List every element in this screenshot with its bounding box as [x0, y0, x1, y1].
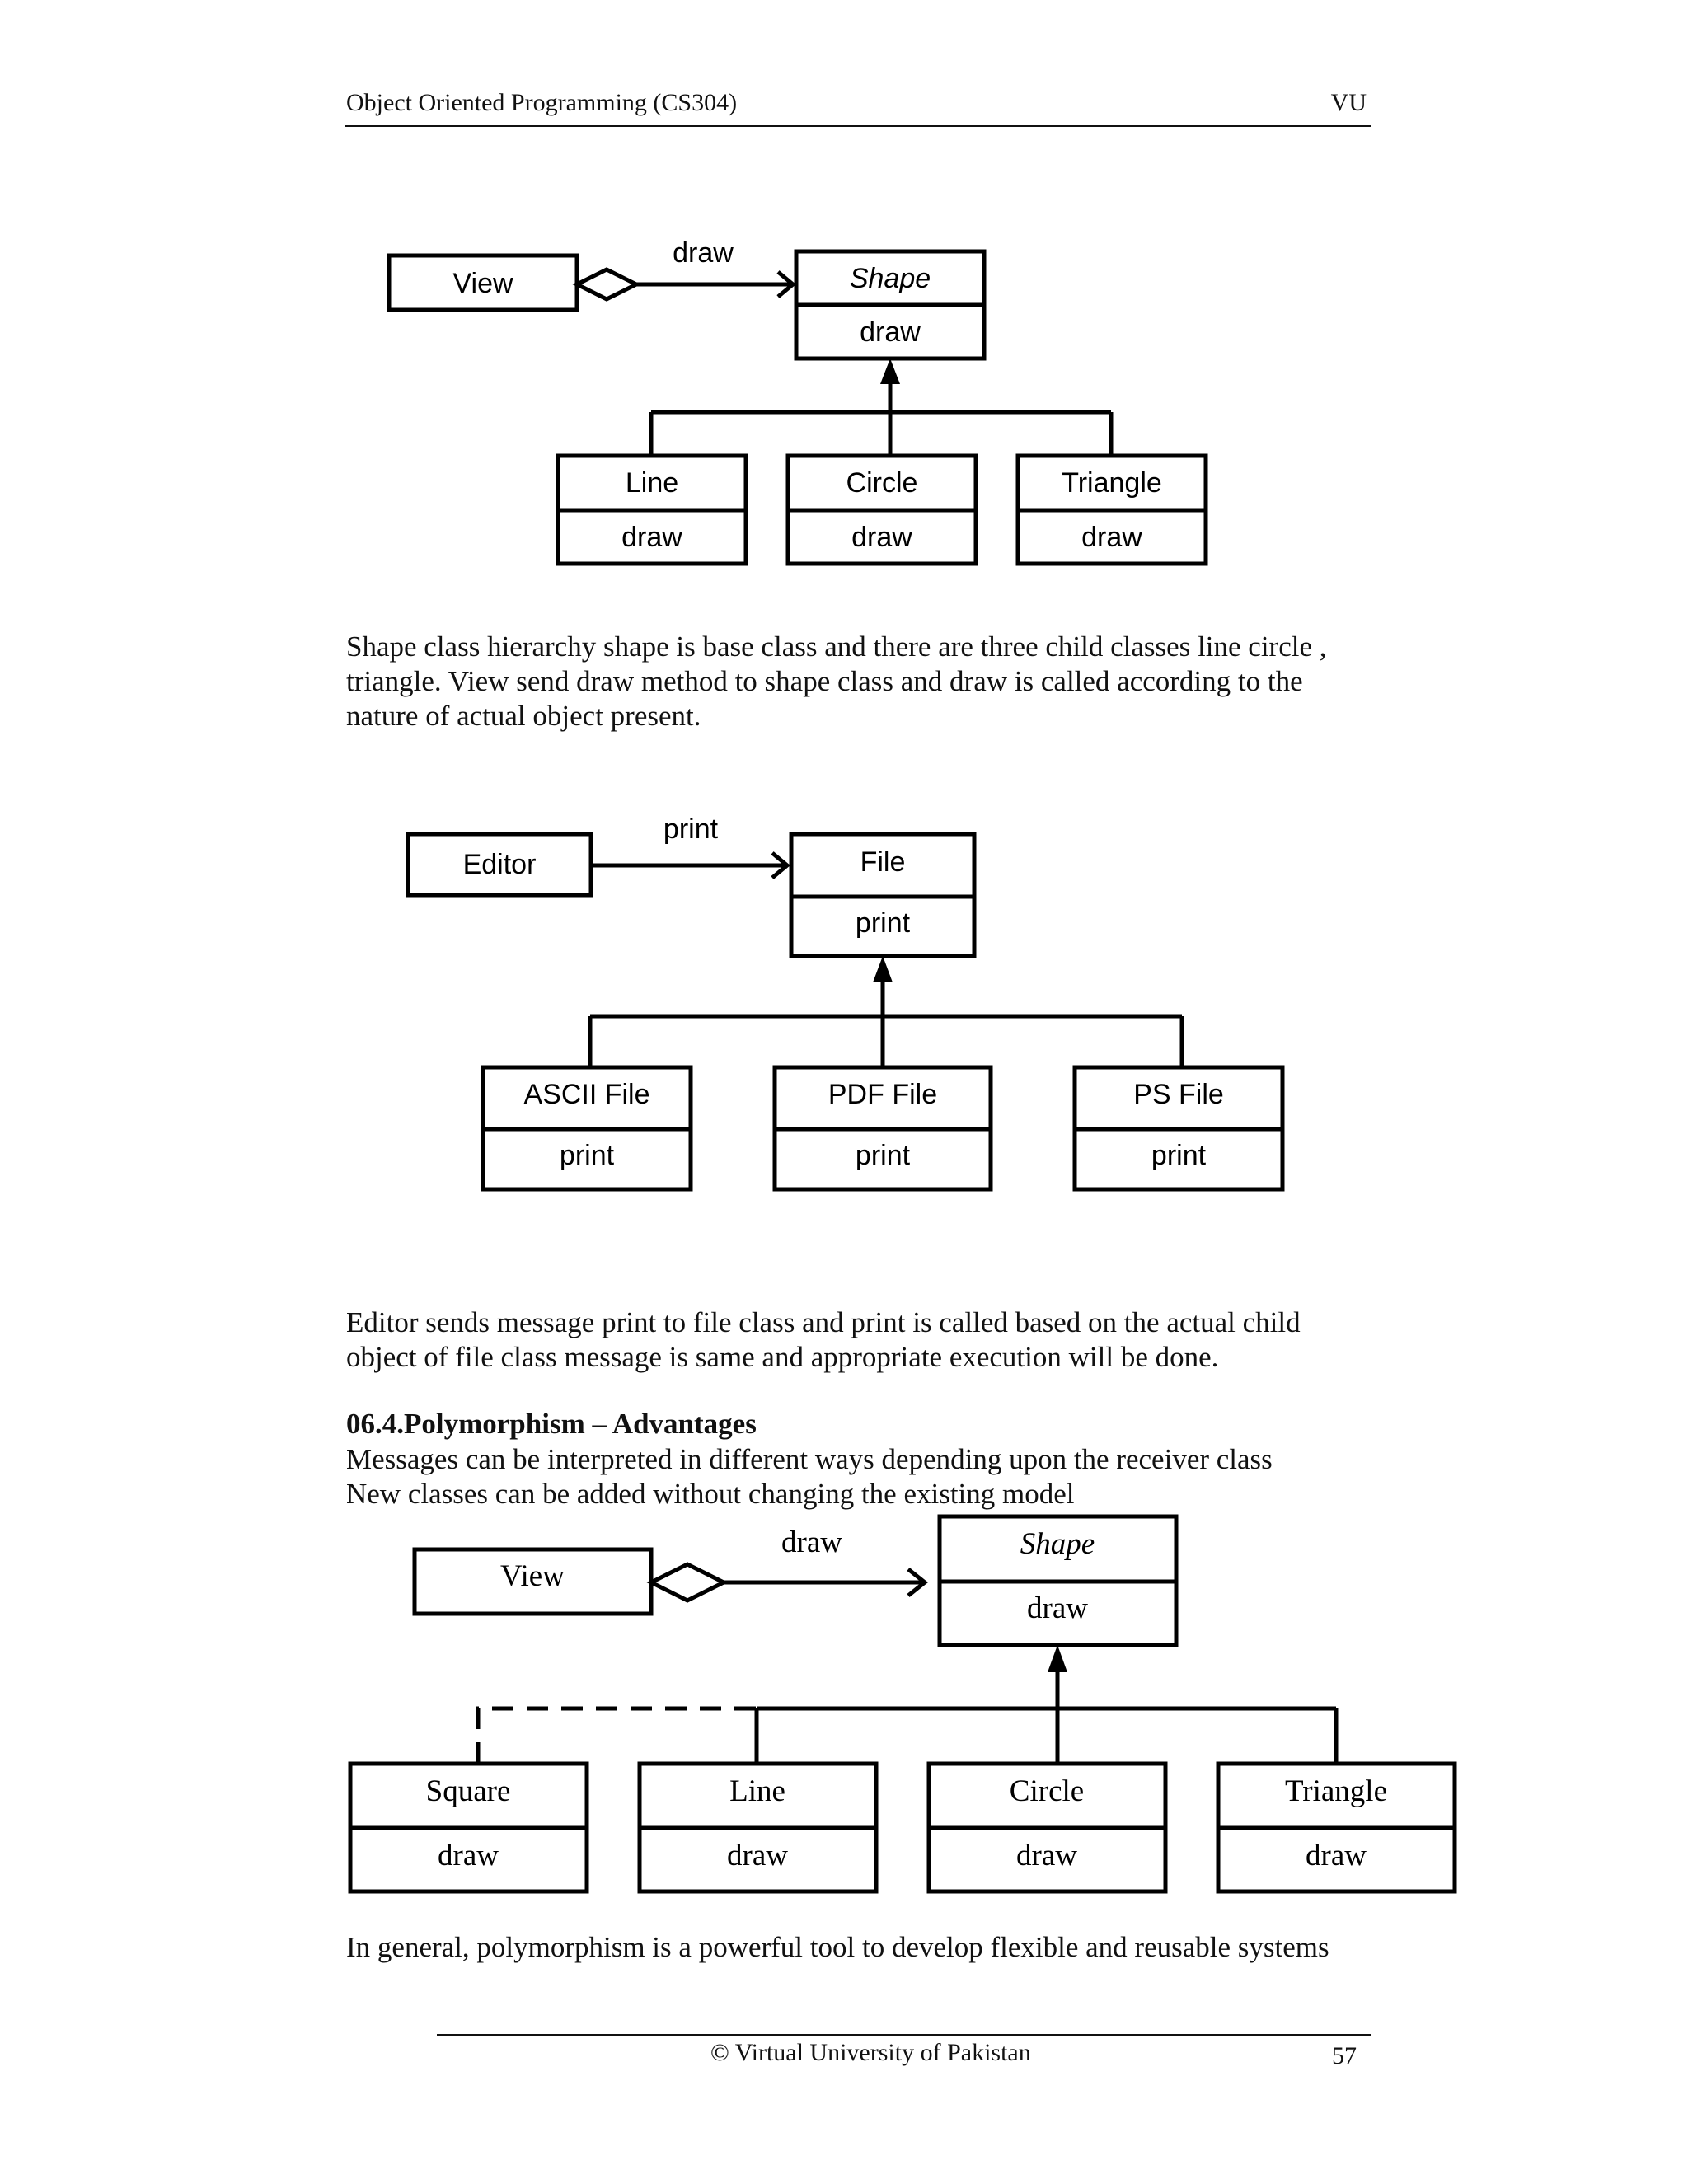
triangle-class-method: draw [1081, 522, 1142, 553]
ps-file-class-box: PS File print [1072, 1065, 1285, 1192]
footer-divider [437, 2034, 1371, 2036]
line-class-method-2: draw [727, 1839, 788, 1872]
advantage-line: New classes can be added without changin… [346, 1478, 1075, 1510]
aggregation-diamond [572, 267, 641, 302]
triangle-class-box-2: Triangle draw [1216, 1761, 1457, 1894]
conclusion-line: In general, polymorphism is a powerful t… [346, 1931, 1329, 1963]
print-arrowhead [771, 851, 790, 879]
draw-message-label-2: draw [781, 1526, 842, 1559]
line-class-box-2: Line draw [637, 1761, 879, 1894]
inheritance-arrowhead [880, 359, 900, 384]
line-class-box: Line draw [556, 453, 748, 566]
ps-file-class-method: print [1151, 1140, 1207, 1171]
footer-copyright: © Virtual University of Pakistan [710, 2039, 1031, 2066]
circle-class-name-2: Circle [1010, 1774, 1084, 1808]
extended-shape-diagram: View draw Shape draw Square draw [348, 1514, 1457, 1894]
shape-class-method-2: draw [1027, 1591, 1088, 1625]
editor-class-box: Editor [406, 832, 593, 898]
page-header-title: Object Oriented Programming (CS304) [346, 89, 738, 116]
file-inheritance-arrowhead [873, 956, 893, 982]
square-class-box: Square draw [348, 1761, 589, 1894]
shape-hierarchy-paragraph: Shape class hierarchy shape is base clas… [346, 630, 1418, 733]
view-class-box-2: View [412, 1547, 654, 1616]
aggregation-diamond-2 [646, 1562, 729, 1603]
paragraph-line: Shape class hierarchy shape is base clas… [346, 630, 1327, 663]
file-diagram: Editor print File print ASCII File print [406, 813, 1285, 1192]
ascii-file-class-box: ASCII File print [481, 1065, 693, 1192]
triangle-class-method-2: draw [1306, 1839, 1367, 1872]
shape-class-box-2: Shape draw [937, 1514, 1179, 1647]
section-heading: 06.4.Polymorphism – Advantages [346, 1408, 757, 1440]
shape-class-method: draw [860, 316, 921, 348]
view-class-label-2: View [500, 1559, 565, 1593]
shape-diagram: View draw Shape draw Line draw [387, 237, 1208, 566]
header-divider [345, 125, 1371, 127]
advantages-list: Messages can be interpreted in different… [346, 1442, 1418, 1511]
square-class-method: draw [438, 1839, 499, 1872]
file-class-name: File [860, 846, 906, 878]
line-class-name: Line [626, 467, 678, 499]
advantage-line: Messages can be interpreted in different… [346, 1443, 1273, 1475]
shape-class-box: Shape draw [794, 249, 987, 361]
draw-arrowhead-2 [907, 1568, 929, 1597]
draw-message-label: draw [673, 237, 734, 269]
line-class-name-2: Line [729, 1774, 785, 1808]
square-class-name: Square [426, 1774, 511, 1808]
line-class-method: draw [621, 522, 682, 553]
page-number: 57 [1332, 2042, 1357, 2069]
paragraph-line: object of file class message is same and… [346, 1341, 1219, 1373]
ascii-file-class-method: print [560, 1140, 615, 1171]
triangle-class-box: Triangle draw [1015, 453, 1208, 566]
shape-class-name-2: Shape [1020, 1527, 1095, 1561]
paragraph-line: nature of actual object present. [346, 700, 701, 732]
circle-class-box: Circle draw [785, 453, 978, 566]
circle-class-name: Circle [846, 467, 918, 499]
editor-class-label: Editor [463, 849, 537, 880]
pdf-file-class-method: print [856, 1140, 911, 1171]
conclusion-paragraph: In general, polymorphism is a powerful t… [346, 1930, 1418, 1965]
ascii-file-class-name: ASCII File [523, 1079, 649, 1110]
print-message-label: print [663, 813, 719, 845]
view-class-box: View [387, 253, 579, 312]
file-class-method: print [856, 907, 911, 939]
inheritance-arrowhead-2 [1048, 1645, 1067, 1672]
circle-class-box-2: Circle draw [926, 1761, 1168, 1894]
editor-paragraph: Editor sends message print to file class… [346, 1305, 1418, 1375]
draw-arrowhead [776, 270, 796, 298]
view-class-label: View [452, 268, 513, 299]
new-class-dashed-link [476, 1706, 757, 1764]
pdf-file-class-name: PDF File [828, 1079, 937, 1110]
triangle-class-name-2: Triangle [1285, 1774, 1387, 1808]
paragraph-line: triangle. View send draw method to shape… [346, 665, 1303, 697]
pdf-file-class-box: PDF File print [772, 1065, 993, 1192]
paragraph-line: Editor sends message print to file class… [346, 1306, 1301, 1338]
ps-file-class-name: PS File [1133, 1079, 1224, 1110]
page-header-vu: VU [1330, 89, 1367, 116]
triangle-class-name: Triangle [1062, 467, 1162, 499]
circle-class-method: draw [851, 522, 912, 553]
circle-class-method-2: draw [1016, 1839, 1077, 1872]
file-class-box: File print [789, 832, 977, 958]
shape-class-name: Shape [850, 263, 931, 294]
